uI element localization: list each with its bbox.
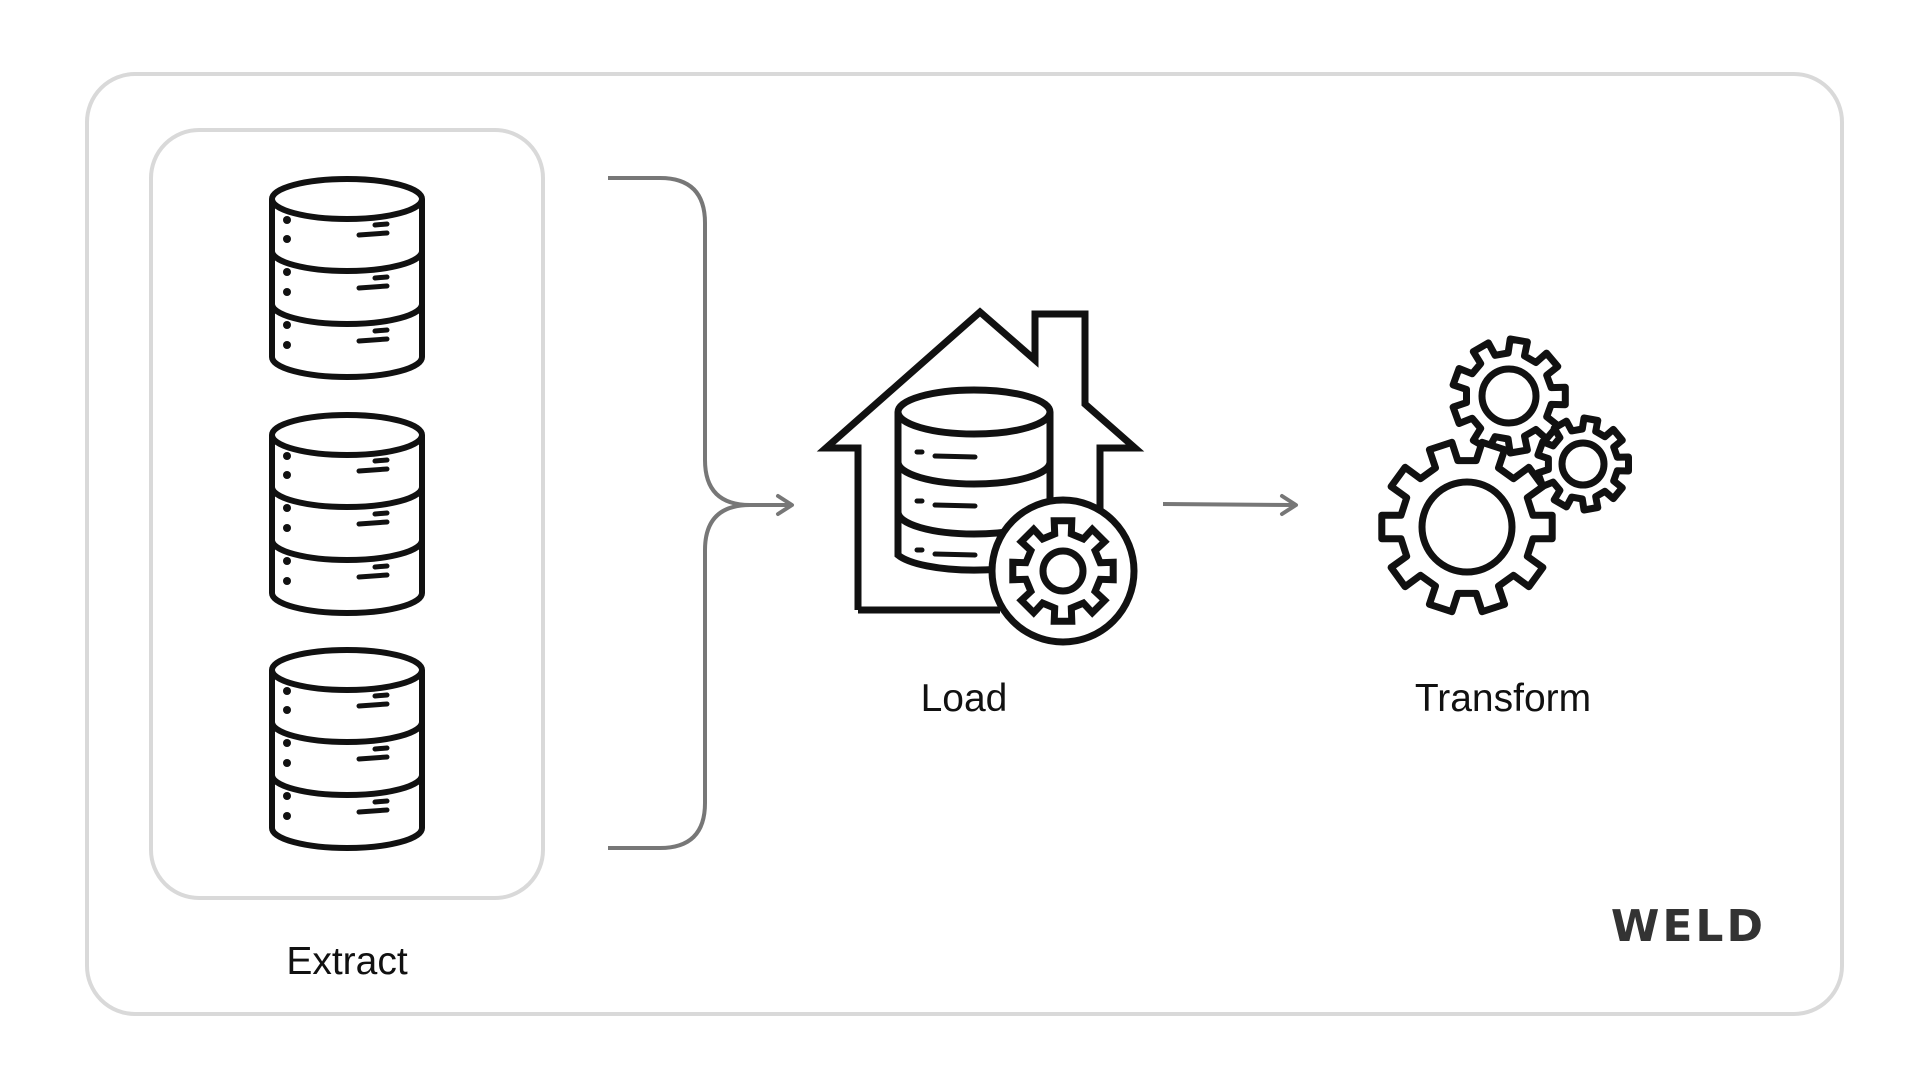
- arrow-head: [776, 494, 794, 516]
- outer-frame: [85, 72, 1844, 1016]
- step-label-transform: Transform: [1415, 677, 1591, 720]
- step-label-load: Load: [921, 677, 1008, 720]
- database-icon: [272, 179, 422, 377]
- database-icon: [272, 415, 422, 613]
- brand-logo: WELD: [1611, 901, 1766, 952]
- arrow-head: [1280, 494, 1298, 516]
- bracket-connector: [608, 176, 790, 850]
- gear-shape: [1009, 517, 1117, 625]
- database-icon: [272, 650, 422, 848]
- gear-hole: [1558, 439, 1608, 489]
- arrow-load-transform: [1162, 502, 1294, 507]
- gear-hole: [1478, 365, 1540, 427]
- data-warehouse-icon: [816, 307, 1145, 646]
- step-label-extract: Extract: [286, 940, 408, 983]
- extract-panel: [149, 128, 545, 900]
- gear-hole: [1039, 547, 1087, 595]
- gear-hole: [1418, 478, 1516, 576]
- gears-icon: [1378, 335, 1632, 616]
